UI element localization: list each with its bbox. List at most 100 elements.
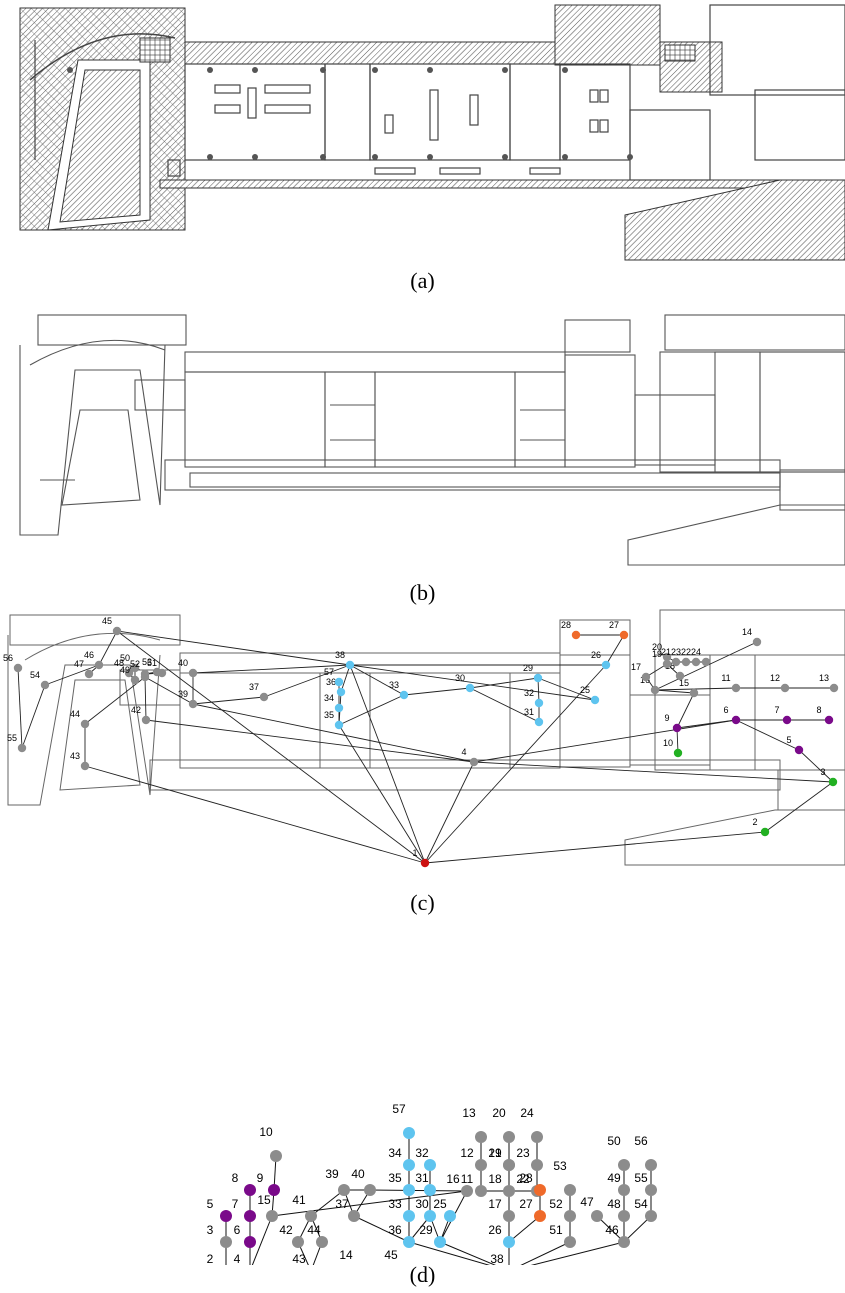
c-node-43 [80,761,90,771]
caption-d: (d) [409,1262,436,1287]
graph-c-edges [17,630,834,864]
c-edge [654,689,695,694]
c-node-label-31: 31 [524,707,534,717]
c-node-label-23: 23 [671,647,681,657]
c-edge [192,703,475,763]
d-node-label-24: 24 [520,1106,534,1120]
plan-a-columns [67,67,633,160]
plan-c-walls [7,609,845,866]
c-node-31 [534,717,544,727]
c-node-42 [141,715,151,725]
c-node-22 [691,657,701,667]
c-node-14 [752,637,762,647]
d-node-21 [503,1159,515,1171]
c-node-21 [671,657,681,667]
c-node-label-1: 1 [412,848,417,858]
c-node-8 [824,715,834,725]
c-node-label-25: 25 [580,685,590,695]
c-node-39 [188,699,198,709]
c-edge [84,676,146,725]
d-node-label-47: 47 [580,1195,594,1209]
d-node-17 [503,1210,515,1222]
c-node-12 [780,683,790,693]
c-node-6 [731,715,741,725]
c-node-label-4: 4 [461,747,466,757]
c-node-57 [334,677,344,687]
d-node-label-8: 8 [232,1171,239,1185]
c-edge [116,630,351,666]
c-node-label-30: 30 [455,673,465,683]
d-node-10 [270,1150,282,1162]
c-node-label-48: 48 [114,658,124,668]
d-node-label-26: 26 [488,1223,502,1237]
c-node-32 [534,698,544,708]
d-node-label-16: 16 [446,1172,460,1186]
plan-a-grid-block [139,37,171,63]
c-edge [263,664,351,698]
floor-plan-b [19,314,845,566]
c-node-36 [336,687,346,697]
d-node-51 [564,1236,576,1248]
c-edge [338,694,405,726]
c-node-49 [130,675,140,685]
c-edge [338,724,426,864]
d-node-label-3: 3 [207,1223,214,1237]
d-node-49 [618,1184,630,1196]
c-node-26 [601,660,611,670]
c-node-label-47: 47 [74,659,84,669]
c-node-label-11: 11 [721,673,730,683]
c-node-16 [650,685,660,695]
c-node-35 [334,720,344,730]
d-node-24 [531,1131,543,1143]
d-node-label-42: 42 [279,1223,293,1237]
d-node-12 [475,1159,487,1171]
d-node-29 [434,1236,446,1248]
c-node-label-20: 20 [652,642,662,652]
d-node-23 [531,1159,543,1171]
c-node-label-52: 52 [130,659,140,669]
c-node-52 [140,669,150,679]
c-node-label-8: 8 [816,705,821,715]
d-node-13 [475,1131,487,1143]
d-node-28 [534,1184,546,1196]
c-node-48 [124,668,134,678]
d-edge [408,1241,491,1265]
c-node-label-2: 2 [752,817,757,827]
d-node-label-39: 39 [325,1167,339,1181]
c-node-38 [345,660,355,670]
c-edge [605,634,625,666]
c-node-label-21: 21 [661,647,671,657]
c-edge [735,719,800,751]
c-node-17 [641,672,651,682]
c-node-label-19: 19 [652,649,662,659]
d-node-label-22: 22 [516,1172,530,1186]
c-edge [192,696,265,705]
d-node-3 [220,1236,232,1248]
graph-d-nodes: 1234567891011121314151617181920212223242… [207,1102,657,1265]
c-node-30 [465,683,475,693]
c-node-13 [829,683,839,693]
c-edge [98,630,118,666]
d-node-label-6: 6 [234,1223,241,1237]
d-node-57 [403,1127,415,1139]
d-node-56 [645,1159,657,1171]
d-node-15 [266,1210,278,1222]
c-node-25 [590,695,600,705]
d-node-label-50: 50 [607,1134,621,1148]
c-edge [469,687,540,723]
d-node-label-35: 35 [388,1171,402,1185]
d-node-label-2: 2 [207,1252,214,1265]
d-node-53 [564,1184,576,1196]
c-node-5 [794,745,804,755]
c-edge [424,831,766,864]
d-node-label-31: 31 [415,1171,429,1185]
d-edge [310,1189,345,1217]
d-edge [271,1190,468,1217]
c-node-33 [399,690,409,700]
d-node-label-7: 7 [232,1197,239,1211]
d-node-label-29: 29 [419,1223,433,1237]
d-node-16 [461,1185,473,1197]
d-node-label-56: 56 [634,1134,648,1148]
d-node-label-53: 53 [553,1159,567,1173]
c-node-label-40: 40 [178,658,188,668]
